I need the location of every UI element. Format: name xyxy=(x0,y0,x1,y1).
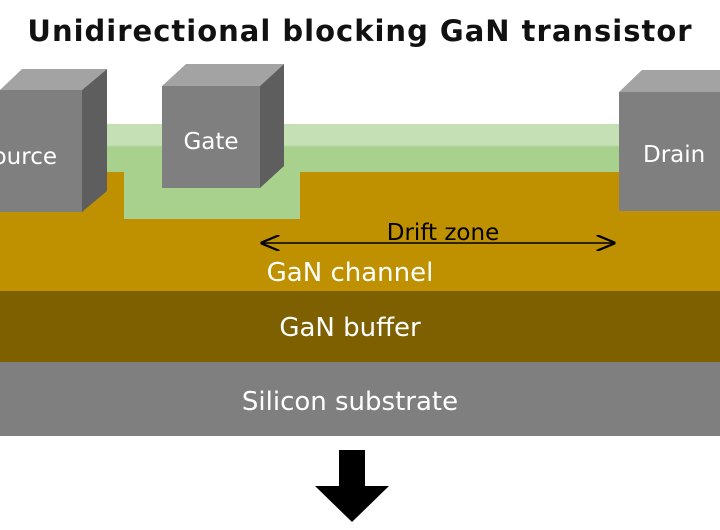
source-contact-top xyxy=(0,69,107,90)
gate-contact-top xyxy=(162,64,284,86)
gate-contact xyxy=(162,86,260,188)
gan-channel-label: GaN channel xyxy=(267,258,434,288)
drift-zone-label: Drift zone xyxy=(387,220,499,246)
diagram-title: Unidirectional blocking GaN transistor xyxy=(27,14,693,48)
silicon-substrate-layer xyxy=(0,362,720,436)
gate-contact-side xyxy=(260,64,284,188)
down-arrow-icon xyxy=(315,450,389,522)
gan-buffer-layer xyxy=(0,291,720,362)
drain-contact-top xyxy=(619,70,720,92)
gan-channel-layer xyxy=(0,172,720,291)
source-contact xyxy=(0,90,82,212)
silicon-substrate-label: Silicon substrate xyxy=(242,387,458,417)
source-label: Source xyxy=(0,144,57,170)
gan-buffer-label: GaN buffer xyxy=(279,313,421,343)
drain-contact xyxy=(619,92,720,211)
drain-label: Drain xyxy=(643,142,705,168)
source-contact-side xyxy=(82,69,107,212)
gate-label: Gate xyxy=(183,129,238,155)
